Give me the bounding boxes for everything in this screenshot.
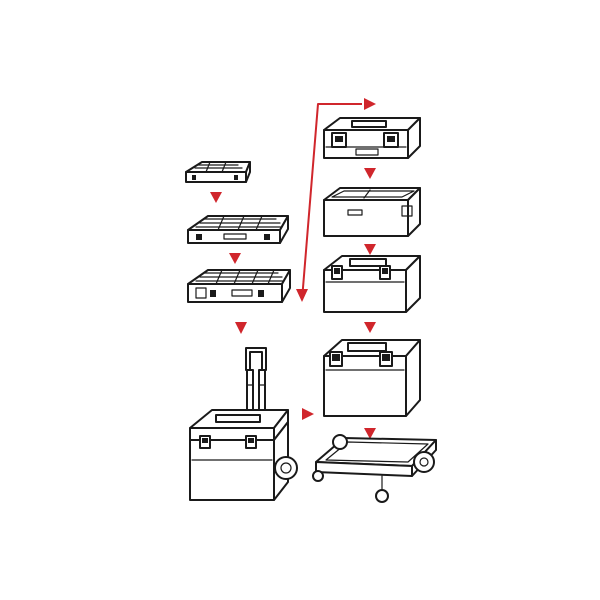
toolbox-with-tray-icon	[323, 117, 421, 159]
large-organizer-icon	[187, 269, 291, 303]
small-organizer-icon	[185, 161, 251, 183]
routing-arrowhead-top	[364, 98, 376, 110]
arrow-down-4	[364, 168, 376, 179]
wheeled-platform-cart-icon	[312, 434, 437, 503]
toolbox-medium-icon	[323, 255, 421, 313]
open-tray-crate-icon	[323, 187, 421, 237]
routing-line	[301, 103, 362, 301]
toolbox-tall-icon	[323, 339, 421, 417]
routing-arrowhead-bottom	[296, 289, 308, 302]
arrow-down-2	[229, 253, 241, 264]
arrow-down-3	[235, 322, 247, 334]
arrow-down-7	[364, 428, 376, 439]
arrow-right	[302, 408, 314, 420]
arrow-down-5	[364, 244, 376, 255]
medium-organizer-icon	[187, 215, 289, 244]
trolley-toolbox-icon	[189, 347, 298, 501]
arrow-down-1	[210, 192, 222, 203]
arrow-down-6	[364, 322, 376, 333]
